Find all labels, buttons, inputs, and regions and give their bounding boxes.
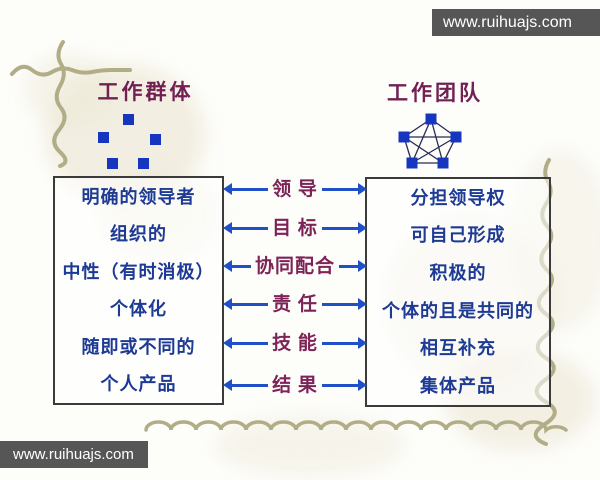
member-square-icon [138, 158, 149, 169]
connector-label: 技 能 [272, 332, 318, 354]
work-group-box: 明确的领导者 组织的 中性（有时消极） 个体化 随即或不同的 个人产品 [53, 176, 224, 405]
arrowhead-left-icon [223, 298, 232, 310]
connector-goal: 目 标 [223, 215, 368, 241]
work-group-title: 工作群体 [97, 80, 194, 104]
arrow-line [321, 187, 359, 191]
arrow-line [321, 226, 359, 230]
watermark-text: www.ruihuajs.com [13, 446, 134, 463]
arrow-line [339, 264, 359, 268]
member-square-icon [150, 134, 161, 145]
group-trait-accountability: 个体化 [110, 299, 167, 320]
arrow-line [321, 302, 359, 306]
arrowhead-right-icon [358, 298, 368, 310]
team-trait-skills: 相互补充 [420, 338, 496, 359]
arrow-line [232, 302, 269, 306]
work-team-title: 工作团队 [387, 81, 483, 105]
arrow-line [232, 187, 269, 191]
watermark-bottom-left: www.ruihuajs.com [0, 441, 148, 468]
arrowhead-right-icon [358, 183, 368, 195]
watermark-top-right: www.ruihuajs.com [432, 9, 600, 36]
arrowhead-right-icon [358, 379, 368, 391]
arrow-line [321, 383, 359, 387]
member-square-icon [123, 114, 134, 125]
watermark-text: www.ruihuajs.com [443, 13, 572, 31]
member-square-icon [98, 132, 109, 143]
connector-responsibility: 责 任 [223, 291, 368, 317]
team-trait-output: 集体产品 [420, 376, 496, 397]
connector-label: 协同配合 [255, 255, 336, 277]
group-trait-output: 个人产品 [100, 374, 177, 395]
team-trait-goal: 可自己形成 [410, 225, 506, 246]
group-trait-leadership: 明确的领导者 [81, 186, 196, 207]
arrowhead-left-icon [223, 260, 232, 272]
arrowhead-left-icon [223, 222, 232, 234]
connector-results: 结 果 [223, 372, 368, 398]
member-square-icon [107, 158, 118, 169]
vine-cross-top-left [10, 64, 132, 77]
arrowhead-left-icon [223, 337, 232, 349]
arrowhead-left-icon [223, 183, 232, 195]
connector-label: 责 任 [272, 293, 318, 315]
group-trait-skills: 随即或不同的 [81, 336, 196, 357]
team-network-icon [398, 113, 462, 169]
connector-label: 领 导 [272, 178, 318, 200]
arrowhead-left-icon [223, 379, 232, 391]
group-trait-synergy: 中性（有时消极） [62, 261, 215, 282]
connector-leadership: 领 导 [223, 176, 368, 202]
connector-label: 目 标 [272, 217, 318, 239]
arrow-line [232, 341, 269, 345]
team-trait-leadership: 分担领导权 [410, 187, 506, 208]
vine-vertical-top-left [52, 40, 68, 168]
arrow-line [321, 341, 359, 345]
scattered-members-icon [95, 108, 173, 172]
connector-label: 结 果 [272, 374, 318, 396]
arrow-line [232, 226, 269, 230]
team-trait-accountability: 个体的且是共同的 [382, 300, 534, 321]
work-team-box: 分担领导权 可自己形成 积极的 个体的且是共同的 相互补充 集体产品 [365, 177, 551, 407]
arrow-line [232, 264, 251, 268]
arrowhead-right-icon [358, 222, 368, 234]
vine-wave-bottom [144, 420, 568, 434]
arrowhead-right-icon [358, 260, 368, 272]
arrowhead-right-icon [358, 337, 368, 349]
group-trait-goal: 组织的 [110, 224, 167, 245]
arrow-line [232, 383, 269, 387]
connector-synergy: 协同配合 [223, 253, 368, 279]
team-trait-synergy: 积极的 [429, 263, 487, 284]
connector-skills: 技 能 [223, 330, 368, 356]
